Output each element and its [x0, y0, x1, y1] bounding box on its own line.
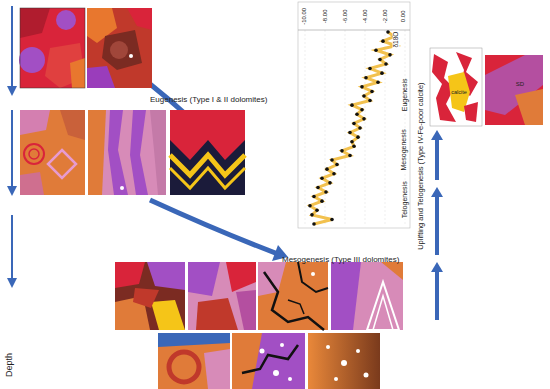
axis-label: Depth: [5, 353, 15, 377]
data-point: [312, 222, 316, 226]
data-point: [340, 149, 344, 153]
data-point: [350, 103, 354, 107]
tick-label: 0.00: [400, 10, 407, 22]
data-point: [316, 186, 320, 190]
stage-label: Eugenesis (Type I & II dolomites): [150, 96, 267, 105]
data-point: [352, 144, 356, 148]
tick-label: -4.00: [362, 9, 369, 23]
tick-label: -2.00: [382, 9, 389, 23]
data-point: [350, 140, 354, 144]
data-point: [378, 58, 382, 62]
data-point: [312, 195, 316, 199]
tick-label: -6.00: [342, 9, 349, 23]
data-point: [348, 131, 352, 135]
data-point: [348, 154, 352, 158]
phase-label: Eugenesis: [400, 78, 408, 113]
data-point: [310, 213, 314, 217]
tick-label: -8.00: [322, 9, 329, 23]
data-point: [324, 190, 328, 194]
data-point: [315, 208, 319, 212]
phase-label: Mesogenesis: [400, 128, 408, 171]
data-point: [374, 48, 378, 52]
data-point: [308, 204, 312, 208]
mineral-label: SD: [516, 81, 524, 88]
axis-label: δ18O: [392, 31, 399, 49]
data-point: [384, 62, 388, 66]
data-point: [380, 71, 384, 75]
phase-label: Telogenesis: [400, 181, 408, 220]
data-point: [356, 135, 360, 139]
data-point: [368, 67, 372, 71]
data-point: [368, 99, 372, 103]
data-point: [358, 126, 362, 130]
data-point: [332, 172, 336, 176]
data-point: [370, 90, 374, 94]
data-point: [360, 108, 364, 112]
data-point: [330, 158, 334, 162]
data-point: [362, 94, 366, 98]
stage-label: Mesogenesis (Type III dolomites): [282, 256, 399, 265]
data-point: [352, 122, 356, 126]
data-point: [360, 85, 364, 89]
data-point: [328, 181, 332, 185]
tick-label: -10.00: [302, 7, 309, 24]
stage-label: Uplifting and Telogenesis (Type IV-Fe-po…: [417, 82, 425, 249]
mineral-label: calcite: [451, 89, 467, 95]
data-point: [320, 199, 324, 203]
data-point: [330, 218, 334, 222]
data-point: [320, 176, 324, 180]
data-point: [381, 39, 385, 43]
data-point: [364, 76, 368, 80]
isotope-curve: [310, 32, 396, 224]
data-point: [376, 80, 380, 84]
data-point: [355, 112, 359, 116]
data-point: [362, 117, 366, 121]
data-point: [335, 163, 339, 167]
data-point: [386, 30, 390, 34]
data-point: [325, 167, 329, 171]
data-point: [388, 53, 392, 57]
